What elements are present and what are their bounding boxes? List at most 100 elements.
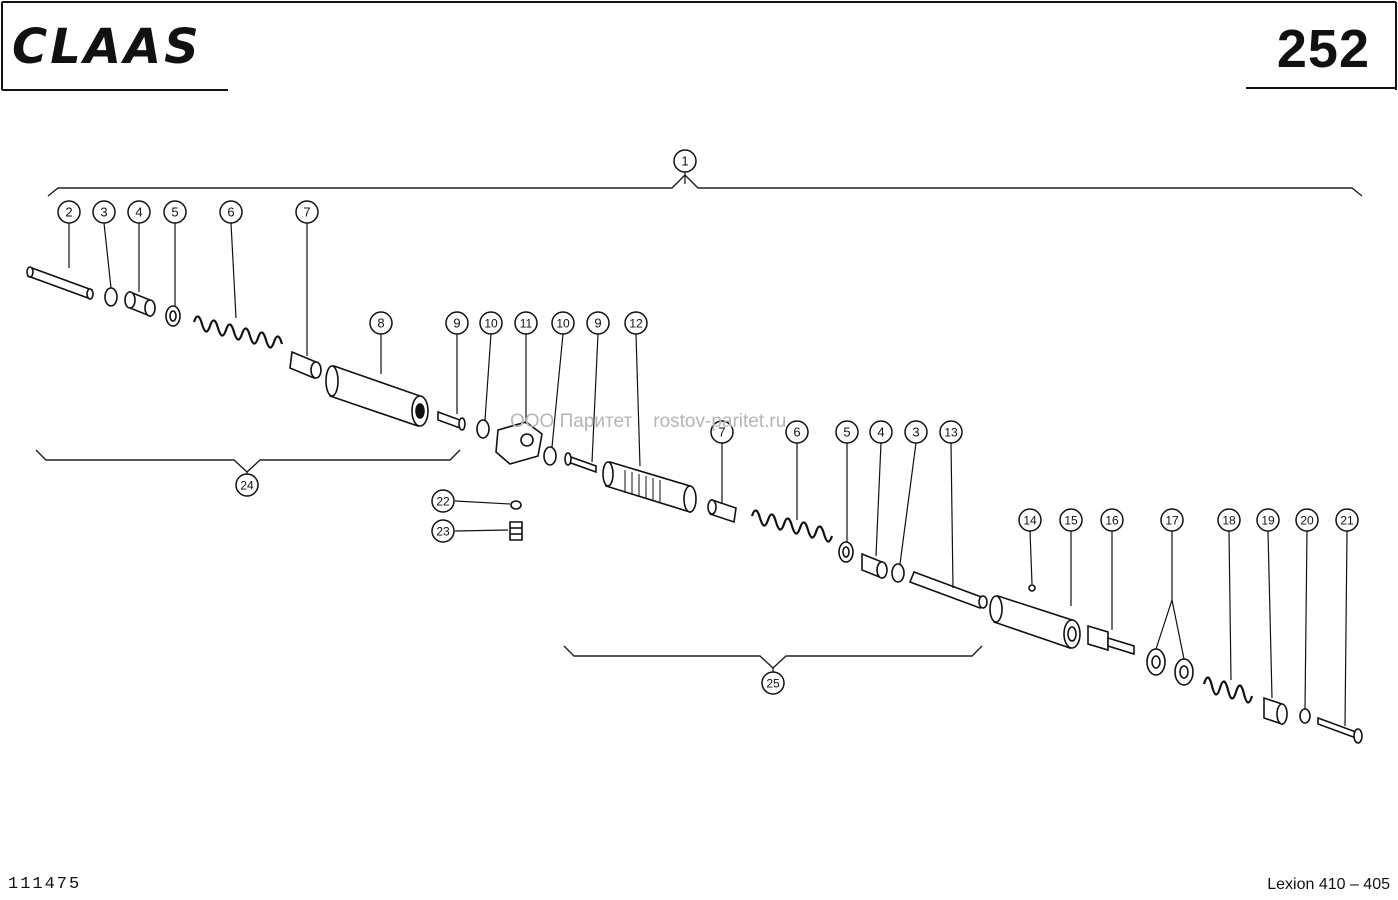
callout-circle	[369, 311, 393, 335]
callout-circle	[869, 420, 893, 444]
callout-circle	[939, 420, 963, 444]
part-22-seal	[510, 500, 522, 510]
callout-circle	[673, 149, 697, 173]
callout-circle	[431, 519, 455, 543]
part-21-bolt	[1317, 716, 1363, 744]
callout-14: 14	[1018, 508, 1042, 532]
callout-circle	[1217, 508, 1241, 532]
callout-number: 7	[303, 205, 310, 220]
callout-circle	[431, 489, 455, 513]
callout-circle	[710, 420, 734, 444]
callout-9: 9	[586, 311, 610, 335]
callout-circle	[219, 200, 243, 224]
callout-18: 18	[1217, 508, 1241, 532]
part-12-threaded-sleeve	[602, 460, 697, 514]
callout-number: 5	[843, 425, 850, 440]
callout-number: 3	[912, 425, 919, 440]
part-20-washer	[1299, 708, 1311, 724]
header-frame	[1, 1, 1397, 91]
callout-circle	[1335, 508, 1359, 532]
callout-number: 9	[594, 316, 601, 331]
callout-number: 6	[227, 205, 234, 220]
callout-3: 3	[904, 420, 928, 444]
callout-circle	[445, 311, 469, 335]
part-6-spring	[192, 315, 284, 349]
callout-19: 19	[1256, 508, 1280, 532]
callout-number: 4	[135, 205, 142, 220]
callout-number: 12	[629, 317, 643, 331]
callout-9: 9	[445, 311, 469, 335]
callout-circle	[1059, 508, 1083, 532]
callout-number: 9	[453, 316, 460, 331]
callout-circle	[835, 420, 859, 444]
callout-11: 11	[514, 311, 538, 335]
part-7-plunger-right	[707, 498, 737, 524]
callout-number: 17	[1165, 514, 1179, 528]
callout-number: 3	[100, 205, 107, 220]
callout-number: 14	[1023, 514, 1037, 528]
callout-number: 21	[1340, 514, 1354, 528]
callout-10: 10	[551, 311, 575, 335]
callout-number: 24	[240, 479, 254, 493]
part-9-bolt-left	[437, 410, 466, 431]
callout-7: 7	[295, 200, 319, 224]
callout-number: 5	[171, 205, 178, 220]
parts-assembly	[26, 266, 1363, 744]
callout-circle	[235, 473, 259, 497]
callout-circle	[624, 311, 648, 335]
part-17-washers	[1146, 648, 1194, 686]
part-10-o-ring-right	[543, 446, 557, 466]
callout-15: 15	[1059, 508, 1083, 532]
part-14-ball	[1028, 584, 1036, 592]
callout-number: 10	[484, 317, 498, 331]
callout-number: 4	[877, 425, 884, 440]
part-5-ring-right	[838, 541, 854, 563]
callout-5: 5	[163, 200, 187, 224]
part-6-spring-right	[750, 509, 834, 543]
callout-number: 23	[436, 525, 450, 539]
callout-circle	[92, 200, 116, 224]
part-19-nut	[1263, 696, 1288, 726]
callout-3: 3	[92, 200, 116, 224]
callout-number: 8	[377, 316, 384, 331]
callout-number: 18	[1222, 514, 1236, 528]
part-8-housing	[325, 364, 429, 428]
callout-22: 22	[431, 489, 455, 513]
callout-circle	[163, 200, 187, 224]
callout-1: 1	[673, 149, 697, 173]
callout-8: 8	[369, 311, 393, 335]
brand-logo: CLAAS	[12, 19, 202, 75]
watermark-text: ООО Паритет rostov-paritet.ru	[510, 411, 787, 432]
callout-4: 4	[869, 420, 893, 444]
callout-number: 7	[718, 425, 725, 440]
callout-16: 16	[1100, 508, 1124, 532]
callout-number: 22	[436, 495, 450, 509]
part-2-pin	[26, 266, 94, 300]
part-10-o-ring-left	[476, 419, 490, 439]
part-7-plunger	[289, 350, 322, 380]
callout-circle	[551, 311, 575, 335]
callout-circle	[1018, 508, 1042, 532]
part-4-bushing-right	[861, 552, 888, 580]
callout-number: 11	[520, 317, 533, 331]
part-11-valve-body	[495, 421, 543, 465]
machine-model: Lexion 410 – 405	[1267, 876, 1390, 893]
callout-number: 16	[1105, 514, 1119, 528]
callout-circle	[514, 311, 538, 335]
callout-number: 10	[556, 317, 570, 331]
callout-6: 6	[219, 200, 243, 224]
callout-5: 5	[835, 420, 859, 444]
part-23-nipple	[509, 521, 523, 541]
callout-circle	[1295, 508, 1319, 532]
callout-number: 13	[944, 426, 958, 440]
callout-circle	[295, 200, 319, 224]
callout-number: 6	[793, 425, 800, 440]
page-number: 252	[1276, 19, 1370, 79]
callout-circle	[1100, 508, 1124, 532]
callout-circle	[1160, 508, 1184, 532]
callout-20: 20	[1295, 508, 1319, 532]
callout-10: 10	[479, 311, 503, 335]
callout-number: 19	[1261, 514, 1275, 528]
callout-24: 24	[235, 473, 259, 497]
